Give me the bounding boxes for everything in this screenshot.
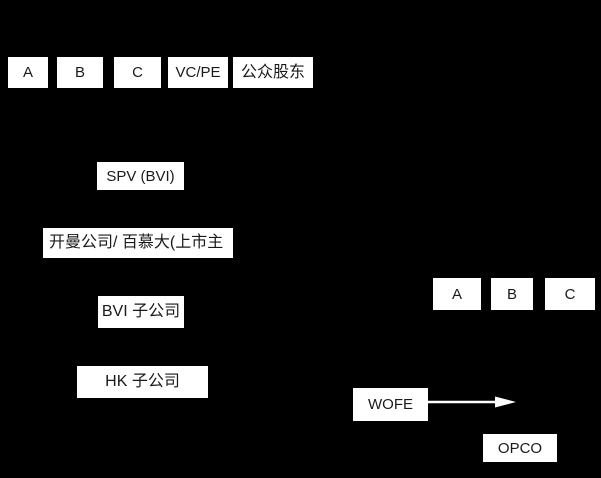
opco-box: OPCO: [483, 434, 557, 462]
top-shareholder-c-box: C: [114, 57, 161, 88]
top-shareholder-b-box: B: [57, 57, 103, 88]
public-shareholders-box: 公众股东: [233, 57, 313, 88]
spv-bvi-box: SPV (BVI): [97, 162, 184, 190]
right-arrow-icon: [428, 396, 516, 408]
right-shareholder-a-box: A: [433, 278, 481, 310]
bvi-subsidiary-box: BVI 子公司: [98, 296, 184, 328]
right-shareholder-b-box: B: [491, 278, 533, 310]
cayman-listco-box: 开曼公司/ 百慕大(上市主: [43, 228, 233, 258]
wofe-box: WOFE: [353, 388, 428, 421]
vc-pe-box: VC/PE: [168, 57, 228, 88]
hk-subsidiary-box: HK 子公司: [77, 366, 208, 398]
top-shareholder-a-box: A: [8, 57, 48, 88]
right-shareholder-c-box: C: [545, 278, 595, 310]
